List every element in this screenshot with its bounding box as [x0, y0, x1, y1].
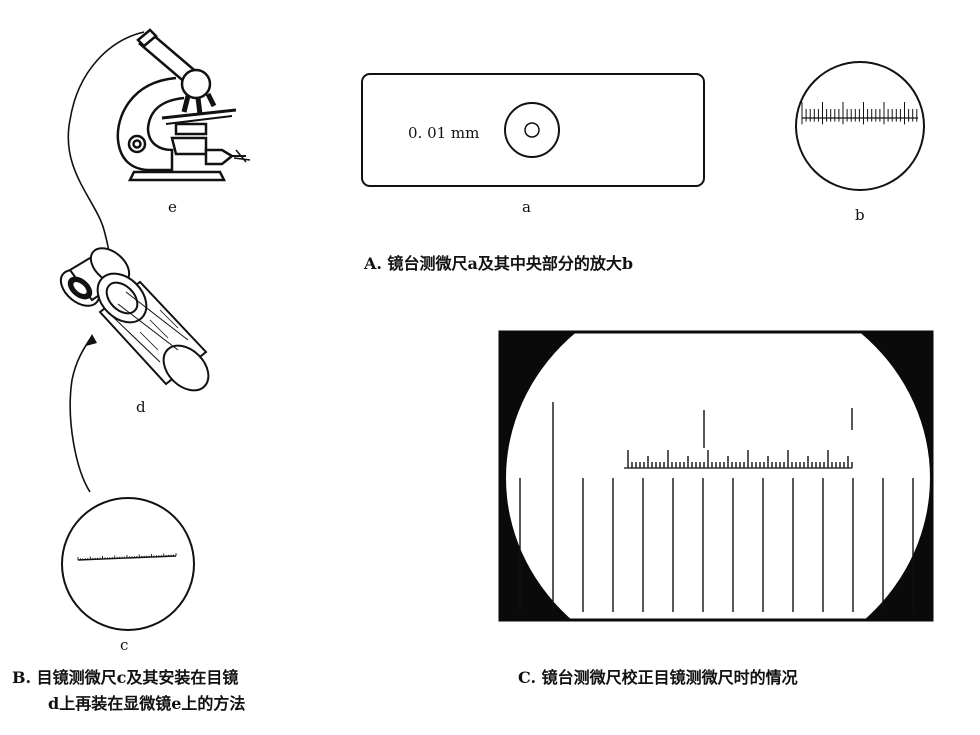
eyepiece-icon [96, 272, 210, 392]
caption-b-line2: d上再装在显微镜e上的方法 [48, 694, 246, 713]
label-d: d [136, 398, 146, 416]
label-a: a [522, 198, 531, 216]
arrowhead [86, 334, 97, 346]
magnified-scale-circle [795, 61, 925, 191]
calibration-view [498, 330, 934, 622]
microscope-icon [116, 28, 251, 182]
label-e: e [168, 198, 177, 216]
caption-c: C. 镜台测微尺校正目镜测微尺时的情况 [518, 668, 798, 687]
stage-micrometer-slide [361, 73, 705, 187]
connector-curve-c-d [69, 335, 93, 493]
scale-value-label: 0. 01 mm [408, 124, 480, 142]
label-c: c [120, 636, 129, 654]
caption-b-line1: B. 目镜测微尺c及其安装在目镜 [12, 668, 239, 687]
label-b: b [855, 206, 865, 224]
caption-a: A. 镜台测微尺a及其中央部分的放大b [364, 254, 634, 273]
eyepiece-micrometer-disk [61, 497, 195, 631]
